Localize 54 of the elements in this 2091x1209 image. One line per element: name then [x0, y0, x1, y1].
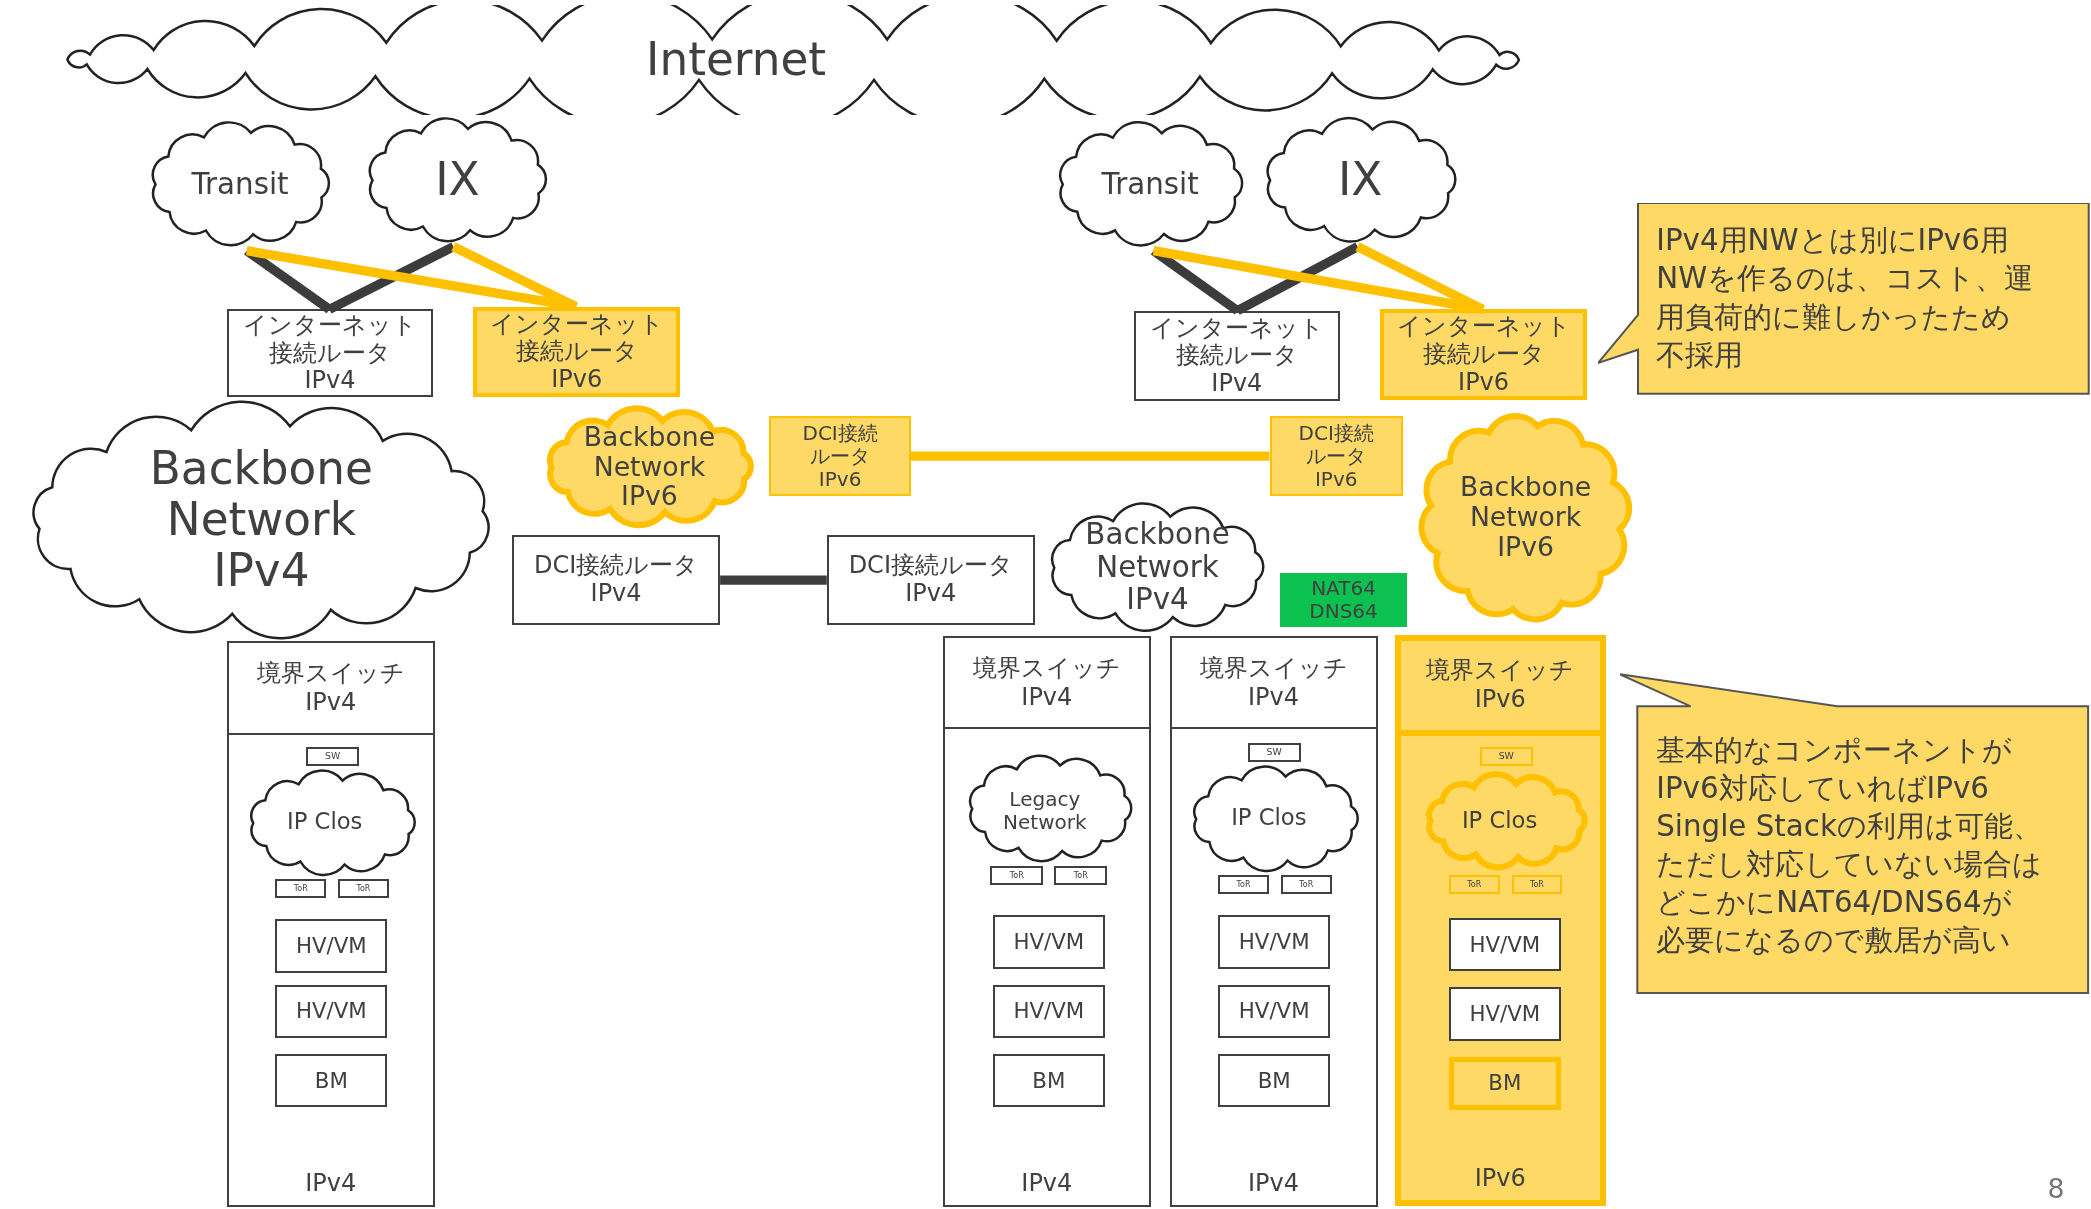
switch-box: SW	[306, 747, 360, 767]
router-box: DCI接続ルータ IPv6	[769, 416, 911, 497]
column-heading: 境界スイッチ IPv4	[972, 653, 1121, 712]
server-box: BM	[1448, 1056, 1561, 1111]
switch-box: ToR	[338, 879, 389, 899]
rack-column	[1169, 636, 1378, 1207]
connection-line	[910, 451, 1270, 461]
switch-box: ToR	[275, 879, 327, 899]
server-box: BM	[992, 1054, 1105, 1108]
column-label: IPv6	[1474, 1163, 1526, 1192]
gateway-box: NAT64 DNS64	[1280, 573, 1407, 627]
server-box: HV/VM	[275, 984, 388, 1039]
rack-column	[226, 641, 435, 1207]
server-box: HV/VM	[1218, 984, 1331, 1039]
router-box: インターネット接続ルータ IPv6	[473, 306, 681, 398]
connection-line	[1355, 242, 1485, 314]
connection-line	[327, 242, 456, 314]
column-label: IPv4	[1021, 1168, 1073, 1197]
switch-box: ToR	[1448, 875, 1500, 895]
switch-box: SW	[1479, 747, 1533, 767]
column-heading: 境界スイッチ IPv4	[256, 659, 405, 717]
server-box: BM	[1218, 1054, 1331, 1108]
server-box: HV/VM	[1448, 987, 1561, 1041]
switch-box: ToR	[990, 866, 1044, 885]
rack-column	[1394, 634, 1606, 1206]
column-heading: 境界スイッチ IPv4	[1199, 653, 1348, 712]
switch-box: ToR	[1218, 875, 1269, 895]
router-box: インターネット接続ルータ IPv4	[226, 309, 434, 398]
server-box: HV/VM	[992, 984, 1105, 1039]
page-number: 8	[2047, 1172, 2065, 1204]
rack-column	[942, 636, 1151, 1207]
column-label: IPv4	[1248, 1168, 1300, 1197]
router-box: DCI接続ルータ IPv4	[826, 534, 1035, 626]
callout-bubble: IPv4用NWとは別にIPv6用NWを作るのは、コスト、運用負荷的に難しかったため不採用	[1597, 202, 2091, 397]
switch-box: SW	[1247, 743, 1301, 763]
callout-bubble: 基本的なコンポーネントがIPv6対応していればIPv6 Single Stackの利用は可能、ただし対応していない場合はどこかにNAT64/DNS64が必要になるので敷居が高い	[1620, 673, 2091, 997]
connection-line	[1235, 242, 1360, 315]
router-box: DCI接続ルータ IPv4	[512, 534, 721, 626]
connection-line	[1152, 246, 1484, 314]
router-box: インターネット接続ルータ IPv4	[1133, 310, 1341, 402]
server-box: BM	[275, 1054, 388, 1108]
switch-box: ToR	[1054, 866, 1108, 885]
router-box: DCI接続ルータ IPv6	[1269, 416, 1403, 497]
connection-line	[245, 246, 577, 312]
switch-box: ToR	[1280, 875, 1332, 895]
column-label: IPv4	[305, 1168, 357, 1197]
router-box: インターネット接続ルータ IPv6	[1380, 309, 1587, 401]
server-box: HV/VM	[275, 919, 388, 973]
switch-box: ToR	[1511, 875, 1563, 895]
server-box: HV/VM	[992, 915, 1105, 969]
server-box: HV/VM	[1448, 918, 1561, 972]
column-heading: 境界スイッチ IPv6	[1426, 656, 1575, 715]
server-box: HV/VM	[1218, 915, 1331, 969]
connection-line	[720, 575, 827, 585]
